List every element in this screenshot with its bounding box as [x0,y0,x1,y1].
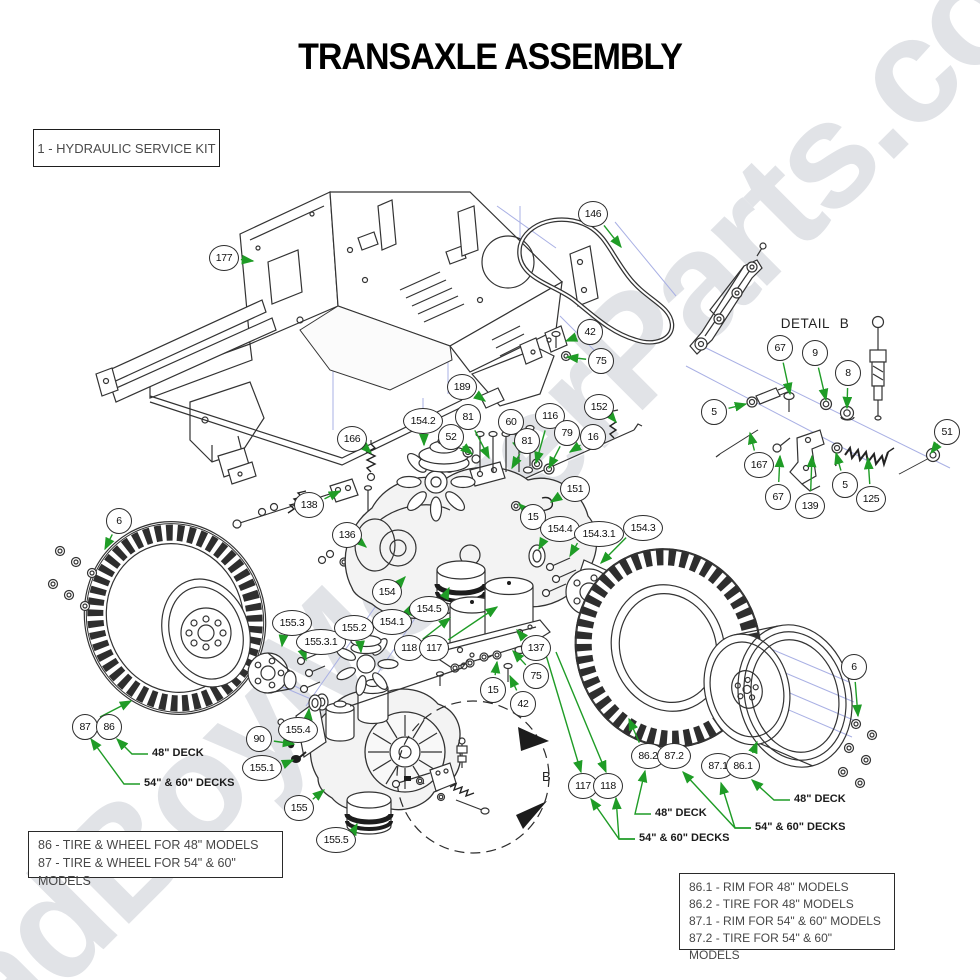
callout-138[interactable]: 138 [294,492,324,518]
callout-81[interactable]: 81 [455,404,481,430]
deck-label: 54" & 60" DECKS [639,832,730,844]
callout-189[interactable]: 189 [447,374,477,400]
callout-155.2[interactable]: 155.2 [334,615,374,641]
callout-75[interactable]: 75 [588,348,614,374]
callout-117[interactable]: 117 [419,635,449,661]
callout-154.5[interactable]: 154.5 [409,596,449,622]
callout-177[interactable]: 177 [209,245,239,271]
callout-136[interactable]: 136 [332,522,362,548]
callout-75[interactable]: 75 [523,663,549,689]
callout-152[interactable]: 152 [584,394,614,420]
legend-line: 87.2 - TIRE FOR 54" & 60" MODELS [689,931,833,963]
deck-label: 54" & 60" DECKS [755,821,846,833]
callout-51[interactable]: 51 [934,419,960,445]
callout-155.4[interactable]: 155.4 [278,717,318,743]
callout-86.1[interactable]: 86.1 [726,753,760,779]
callout-125[interactable]: 125 [856,486,886,512]
right-rim-drawing [703,624,853,768]
callout-155[interactable]: 155 [284,795,314,821]
callout-9[interactable]: 9 [802,340,828,366]
right-lug-nuts-drawing [837,718,878,789]
callout-137[interactable]: 137 [521,635,551,661]
callout-87.2[interactable]: 87.2 [657,743,691,769]
left-tire-drawing [83,521,267,715]
page-title: TRANSAXLE ASSEMBLY [298,36,683,78]
callout-42[interactable]: 42 [510,691,536,717]
callout-118[interactable]: 118 [593,773,623,799]
callout-154[interactable]: 154 [372,579,402,605]
hydraulic-kit-note: 1 - HYDRAULIC SERVICE KIT [33,129,220,167]
detail-b-ref-letter: B [542,769,551,784]
mini-linkage-drawing [391,737,490,815]
oil-filter-drawing [344,791,394,835]
callout-167[interactable]: 167 [744,452,774,478]
left-lug-nuts-drawing [47,545,98,612]
legend-line: 86.1 - RIM FOR 48" MODELS [689,880,849,894]
callout-8[interactable]: 8 [835,360,861,386]
deck-label: 48" DECK [794,793,846,805]
rim-tire-legend: 86.1 - RIM FOR 48" MODELS 86.2 - TIRE FOR… [679,873,895,962]
frame-drawing [95,191,599,485]
callout-118[interactable]: 118 [394,635,424,661]
detail-reference-circle [396,700,550,854]
callout-52[interactable]: 52 [438,424,464,450]
tire-wheel-legend: 86 - TIRE & WHEEL FOR 48" MODELS 87 - TIR… [28,831,283,888]
callout-154.3[interactable]: 154.3 [623,515,663,541]
callout-166[interactable]: 166 [337,426,367,452]
callout-16[interactable]: 16 [580,424,606,450]
callout-90[interactable]: 90 [246,726,272,752]
callout-155.5[interactable]: 155.5 [316,827,356,853]
callout-154.3.1[interactable]: 154.3.1 [574,521,624,547]
deck-label: 54" & 60" DECKS [144,777,235,789]
callout-15[interactable]: 15 [520,504,546,530]
callout-154.4[interactable]: 154.4 [540,516,580,542]
callout-154.2[interactable]: 154.2 [403,408,443,434]
callout-5[interactable]: 5 [832,472,858,498]
callout-154.1[interactable]: 154.1 [372,609,412,635]
deck-label: 48" DECK [152,747,204,759]
callout-67[interactable]: 67 [767,335,793,361]
callout-139[interactable]: 139 [795,493,825,519]
legend-line: 87.1 - RIM FOR 54" & 60" MODELS [689,914,881,929]
transaxle-lower-drawing [277,659,469,812]
detail-b-drawing [689,242,941,492]
legend-line: 87 - TIRE & WHEEL FOR 54" & 60" MODELS [38,855,236,888]
callout-86[interactable]: 86 [96,714,122,740]
callout-87[interactable]: 87 [72,714,98,740]
callout-6[interactable]: 6 [841,654,867,680]
callout-15[interactable]: 15 [480,677,506,703]
callout-151[interactable]: 151 [560,476,590,502]
left-spindle-drawing [247,652,329,711]
detail-b-label: DETAIL B [780,316,850,331]
legend-line: 86.2 - TIRE FOR 48" MODELS [689,897,854,912]
hydraulic-kit-note-text: 1 - HYDRAULIC SERVICE KIT [37,140,216,156]
callout-155.1[interactable]: 155.1 [242,755,282,781]
callout-6[interactable]: 6 [106,508,132,534]
deck-label: 48" DECK [655,807,707,819]
callout-81[interactable]: 81 [514,428,540,454]
callout-5[interactable]: 5 [701,399,727,425]
callout-67[interactable]: 67 [765,484,791,510]
callout-42[interactable]: 42 [577,319,603,345]
legend-line: 86 - TIRE & WHEEL FOR 48" MODELS [38,838,259,852]
callout-79[interactable]: 79 [554,420,580,446]
callout-146[interactable]: 146 [578,201,608,227]
